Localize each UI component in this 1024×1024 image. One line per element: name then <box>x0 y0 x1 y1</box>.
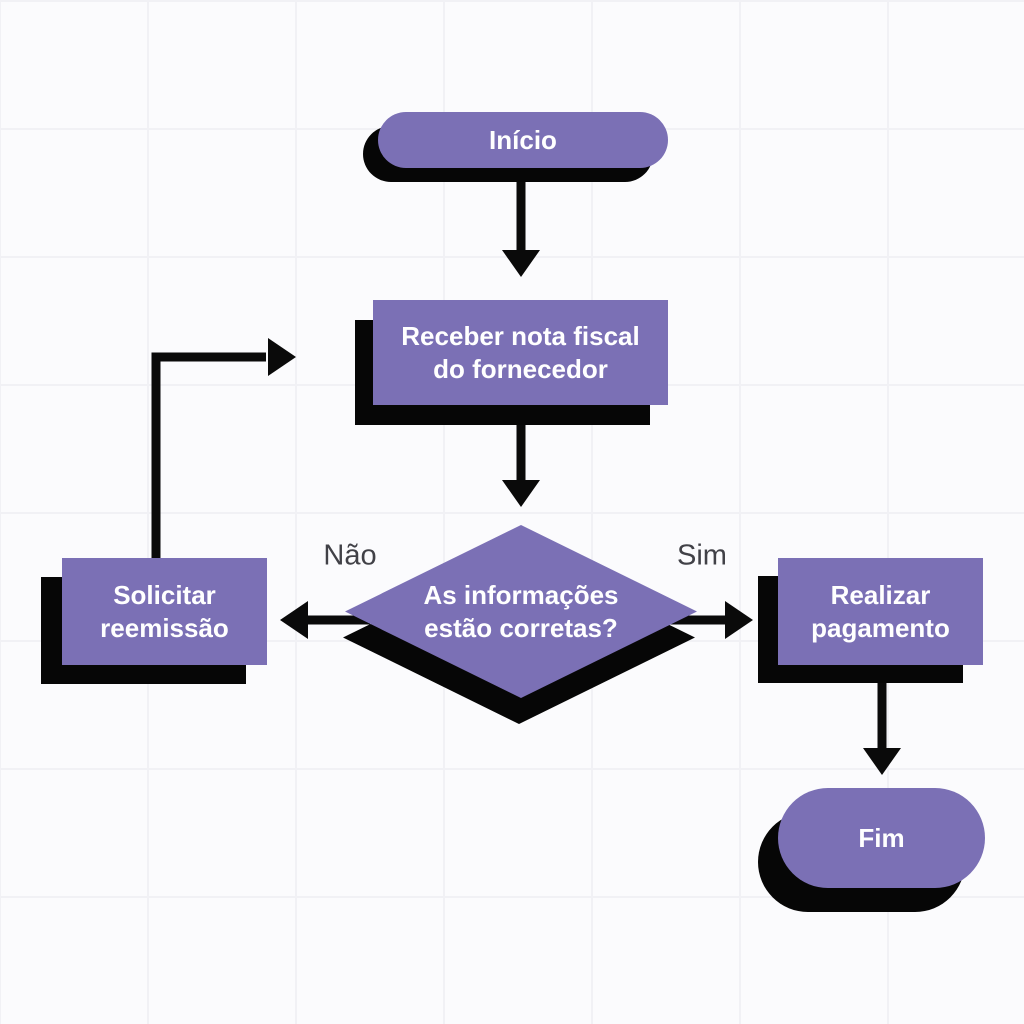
node-label: Início <box>489 124 557 155</box>
node-label: Fim <box>858 822 905 853</box>
flowchart-node-make-payment: Realizar pagamento <box>778 558 983 665</box>
node-label-line: estão corretas? <box>424 612 618 643</box>
flowchart-node-end: Fim <box>778 788 985 888</box>
flowchart-node-request-reissue: Solicitar reemissão <box>62 558 267 665</box>
node-label-line: do fornecedor <box>433 353 608 384</box>
node-label-line: reemissão <box>100 612 229 643</box>
node-label-line: Receber nota fiscal <box>401 320 640 351</box>
arrow-decision-to-reissue <box>280 601 370 639</box>
edge-label-nao: Não <box>323 539 377 572</box>
edge-label-sim: Sim <box>677 539 727 572</box>
arrow-start-to-receive <box>502 150 540 277</box>
flowchart-node-receive-invoice: Receber nota fiscal do fornecedor <box>373 300 668 405</box>
arrow-receive-to-decision <box>502 395 540 507</box>
node-label-line: pagamento <box>811 612 950 643</box>
arrow-pay-to-end <box>863 655 901 775</box>
arrow-reissue-to-receive <box>151 338 296 562</box>
node-label-line: Solicitar <box>113 579 216 610</box>
flowchart-node-start: Início <box>378 112 668 168</box>
node-label-line: As informações <box>423 579 619 610</box>
node-label-line: Realizar <box>830 579 931 610</box>
